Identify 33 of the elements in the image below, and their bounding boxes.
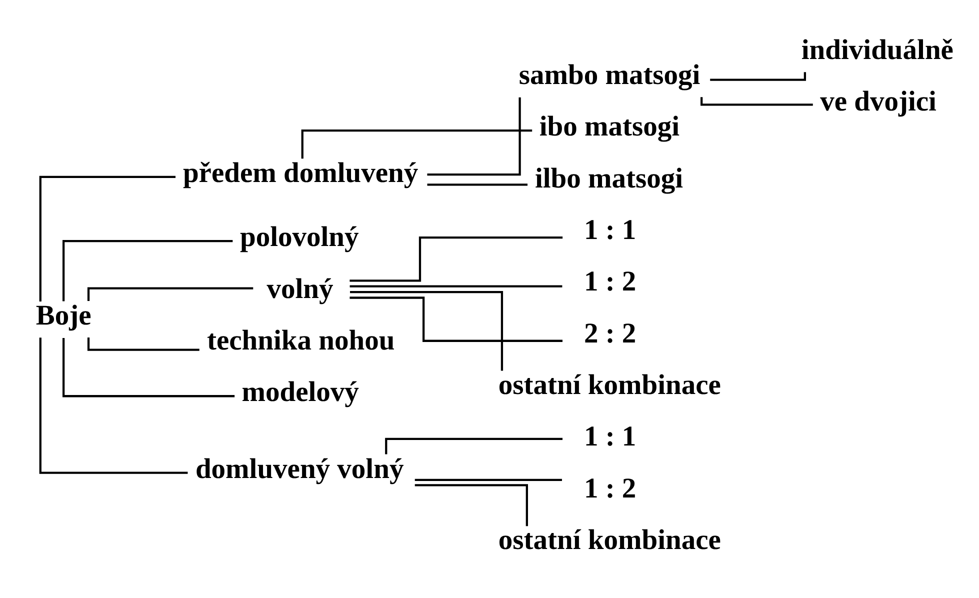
connector — [414, 478, 562, 481]
node-text: domluvený volný — [195, 454, 404, 485]
node-text: individuálně — [801, 34, 954, 66]
node-text: modelový — [242, 377, 359, 408]
node-text: sambo matsogi — [518, 60, 700, 91]
connector — [39, 338, 188, 474]
connector — [62, 338, 235, 398]
connector — [700, 97, 813, 106]
node-text: 2 : 2 — [584, 318, 636, 350]
connector — [301, 130, 532, 159]
node-text: 1 : 1 — [584, 214, 636, 246]
node-text: ostatní kombinace — [498, 370, 721, 401]
node-text: polovolný — [240, 222, 359, 254]
node-text: volný — [266, 274, 334, 305]
node-text: ibo matsogi — [539, 112, 680, 143]
node-text: 1 : 1 — [584, 422, 636, 453]
connector — [350, 290, 504, 371]
connector — [62, 240, 233, 302]
node-text: ve dvojici — [820, 86, 936, 118]
node-text: ostatní kombinace — [498, 525, 721, 556]
connector — [350, 296, 562, 342]
node-text: Boje — [36, 300, 92, 332]
node-text: technika nohou — [207, 325, 395, 356]
node-text: 1 : 2 — [584, 266, 636, 298]
connector — [427, 97, 521, 176]
node-text: ilbo matsogi — [534, 163, 684, 194]
connector — [350, 285, 562, 288]
connector — [39, 176, 176, 302]
connector — [414, 484, 528, 526]
node-text: 1 : 2 — [584, 473, 636, 504]
node-text: předem domluvený — [182, 158, 418, 189]
connector — [350, 236, 563, 282]
connector — [427, 184, 528, 186]
